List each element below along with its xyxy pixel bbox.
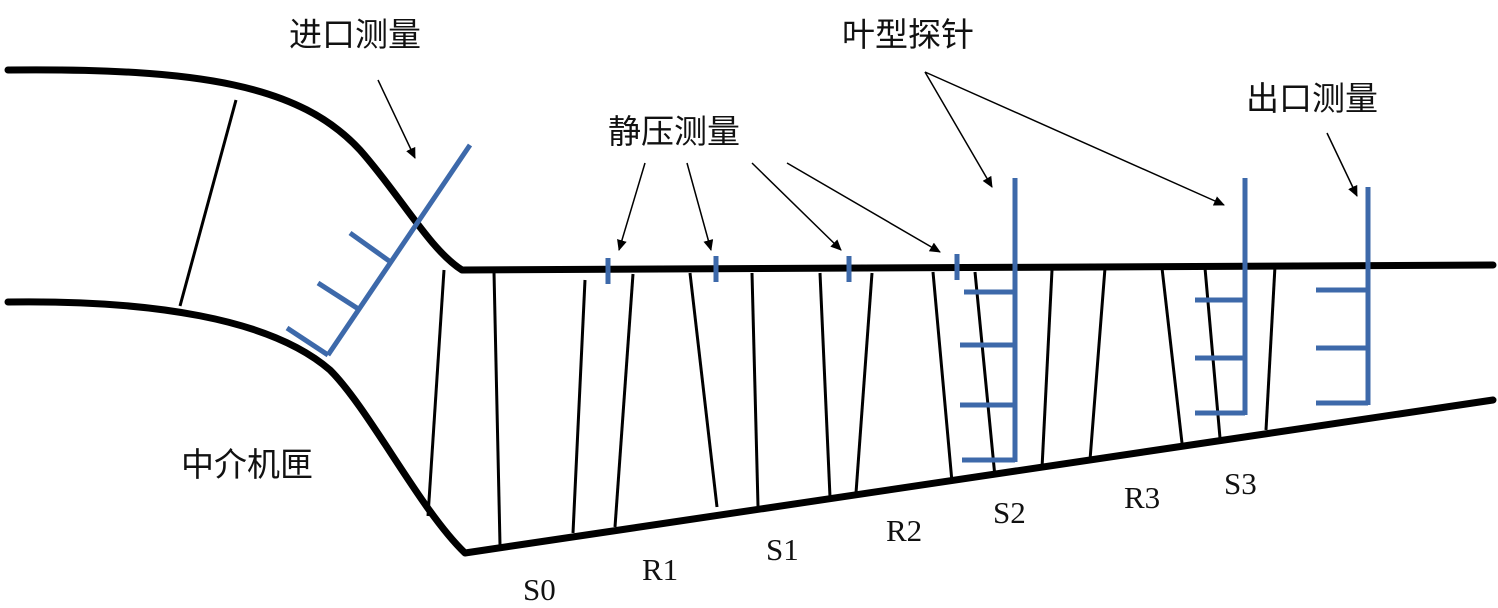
- blade: [426, 269, 446, 517]
- arrow-static-4: [786, 162, 941, 253]
- blade: [1040, 269, 1054, 469]
- stage-label-r1: R1: [642, 552, 678, 587]
- arrow-inlet: [377, 79, 416, 159]
- stage-label-r2: R2: [886, 513, 922, 548]
- label-intermediate-casing: 中介机匣: [181, 445, 313, 484]
- arrow-probe-1: [924, 71, 993, 188]
- stage-label-s3: S3: [1224, 466, 1257, 501]
- casing-strut: [178, 99, 238, 307]
- label-inlet-measurement: 进口测量: [289, 15, 421, 54]
- arrow-static-3: [751, 162, 842, 251]
- blade: [1203, 267, 1222, 439]
- blade: [571, 279, 587, 534]
- stage-label-s2: S2: [993, 495, 1026, 530]
- annotation-arrows: [377, 71, 1358, 253]
- label-outlet-measurement: 出口测量: [1246, 79, 1378, 118]
- arrow-static-2: [686, 162, 714, 251]
- label-static-pressure: 静压测量: [608, 112, 740, 151]
- inner-hub-wall: [4, 298, 1497, 557]
- blade: [973, 271, 997, 478]
- blade: [1088, 267, 1107, 461]
- stage-label-s1: S1: [766, 532, 799, 567]
- blade: [492, 271, 502, 546]
- blade: [688, 272, 719, 508]
- stage-label-s0: S0: [523, 572, 556, 607]
- blade: [818, 272, 832, 498]
- blade-rows: [426, 265, 1277, 546]
- inlet-rake-probe: [285, 143, 473, 358]
- arrow-static-1: [617, 162, 646, 251]
- outer-casing-wall: [4, 66, 1497, 274]
- arrow-probe-2: [924, 71, 1225, 206]
- blade: [854, 272, 874, 494]
- blade: [750, 272, 760, 507]
- blade-profile-probe-1: [960, 178, 1018, 463]
- blade: [1160, 267, 1184, 444]
- blade: [613, 273, 635, 528]
- stage-label-r3: R3: [1124, 480, 1160, 515]
- arrow-outlet: [1326, 132, 1358, 197]
- blade: [931, 271, 954, 483]
- outlet-rake-probe: [1316, 187, 1371, 406]
- blade-profile-probe-2: [1195, 178, 1248, 416]
- static-pressure-taps: [605, 254, 960, 284]
- label-blade-probe: 叶型探针: [842, 15, 974, 54]
- blade: [1264, 265, 1277, 431]
